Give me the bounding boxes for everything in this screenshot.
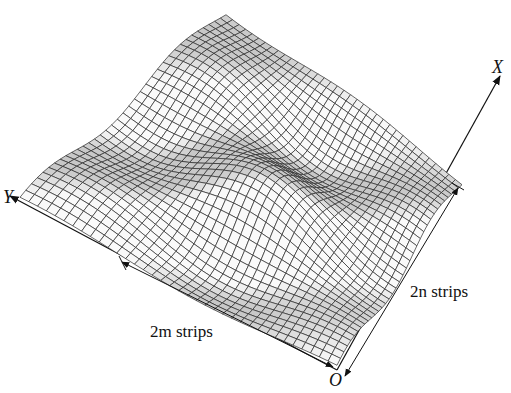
axis-label: Y [3, 188, 13, 208]
dimension-tick [119, 256, 126, 270]
depth-dimension [345, 188, 458, 376]
axes [10, 76, 500, 370]
dimension-label: 2m strips [150, 323, 213, 342]
x-axis [337, 76, 500, 370]
origin-label: O [329, 371, 342, 391]
mesh-cell [328, 354, 340, 365]
width-dimension [122, 262, 333, 367]
y-axis [10, 196, 337, 370]
dimension-arrows [119, 183, 464, 376]
dimension-label: 2n strips [410, 283, 468, 302]
wireframe-surface [20, 15, 462, 366]
axis-label: X [492, 58, 503, 78]
dimension-tick [452, 183, 464, 190]
